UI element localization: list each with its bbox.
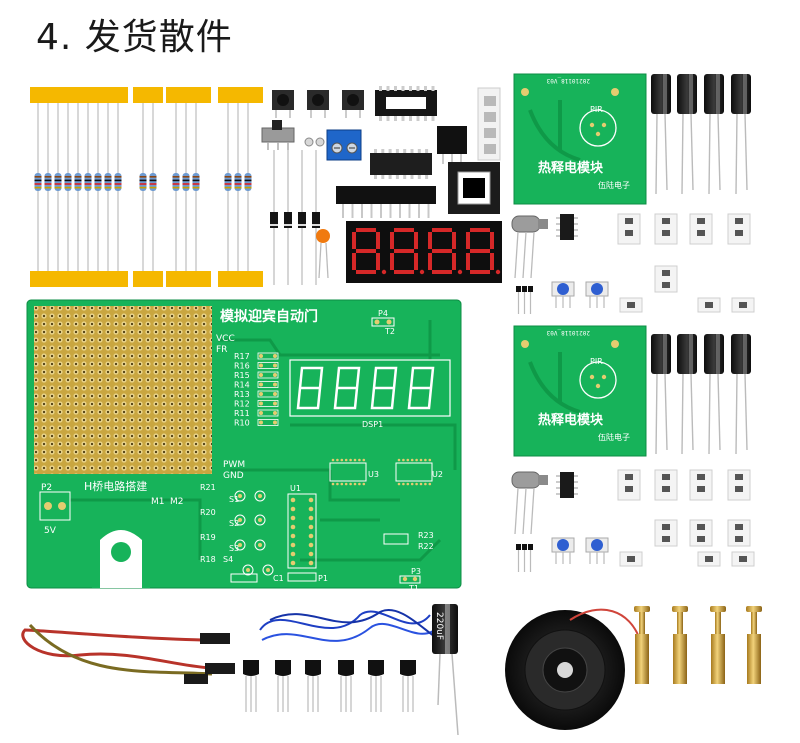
long-header	[336, 186, 436, 218]
pir-code-bottom: 20210118_V03	[546, 329, 590, 336]
transistors	[243, 660, 416, 712]
pir-code-top: 20210118_V03	[546, 77, 590, 84]
label-p2: P2	[41, 483, 52, 493]
pir-title-top: 热释电模块	[538, 160, 604, 176]
label-r20: R20	[200, 508, 216, 517]
resistor-label: R16	[234, 362, 250, 371]
label-p4: P4	[378, 309, 388, 318]
label-p3: P3	[411, 567, 421, 576]
resistor-strip-group	[30, 87, 263, 287]
label-r18: R18	[200, 555, 216, 564]
pir-brand-bottom: 伍陆电子	[598, 432, 630, 442]
resistor-label: R10	[234, 419, 250, 428]
electrolytic-capacitors	[651, 74, 751, 455]
label-s2: S2	[229, 519, 239, 528]
label-m1: M1	[151, 497, 165, 507]
pir-brand-top: 伍陆电子	[598, 180, 630, 190]
label-hbridge: H桥电路搭建	[84, 479, 147, 493]
pir-label-bottom: PIR	[590, 357, 603, 366]
resistor-label: R13	[234, 390, 250, 399]
seven-segment-display	[346, 221, 502, 283]
main-pcb: 模拟迎宾自动门 VCC FR PWM GND H桥电路搭建 M1 M2 P2 5…	[26, 299, 462, 593]
label-t1: T1	[408, 584, 419, 593]
label-r21: R21	[200, 483, 216, 492]
smd-adapter-board	[448, 162, 500, 214]
label-vcc: VCC	[216, 334, 235, 344]
pir-label-top: PIR	[590, 105, 603, 114]
pcb-title: 模拟迎宾自动门	[220, 308, 318, 325]
label-dsp1: DSP1	[362, 420, 383, 429]
buzzer-speaker	[505, 608, 641, 730]
label-m2: M2	[170, 497, 184, 507]
brass-standoffs	[634, 606, 762, 684]
resistor-label: R14	[234, 381, 250, 390]
label-fr: FR	[216, 345, 227, 355]
label-s1: S1	[229, 495, 239, 504]
label-t2: T2	[384, 327, 395, 336]
label-u2: U2	[432, 470, 443, 479]
dupont-wires	[21, 623, 235, 684]
label-u1: U1	[290, 484, 301, 493]
section-heading: 4. 发货散件	[36, 17, 233, 58]
female-header	[437, 126, 467, 164]
label-gnd: GND	[223, 471, 244, 481]
resistor-label: R17	[234, 352, 250, 361]
screw-terminal	[326, 129, 362, 161]
label-u3: U3	[368, 470, 379, 479]
ic-chip-dip	[370, 149, 432, 179]
resistor-label: R11	[234, 409, 250, 418]
label-r19: R19	[200, 533, 216, 542]
tact-switches	[272, 90, 364, 118]
pir-title-bottom: 热释电模块	[538, 412, 604, 428]
resistor-label: R15	[234, 371, 250, 380]
connector-strip-small	[477, 87, 501, 161]
ic-socket-16	[375, 86, 437, 121]
blue-wire-coil	[259, 609, 441, 642]
label-p1: P1	[318, 574, 328, 583]
slide-switch	[261, 120, 325, 150]
pir-sensor-parts	[511, 213, 755, 572]
capacitor-label: 220uF	[434, 612, 444, 640]
resistor-label: R12	[234, 400, 250, 409]
label-pwm: PWM	[223, 460, 245, 470]
pir-board-bottom: PIR 热释电模块 伍陆电子 20210118_V03	[513, 325, 647, 457]
label-s3: S3	[229, 544, 239, 553]
pir-board-top: PIR 热释电模块 伍陆电子 20210118_V03	[513, 73, 647, 205]
label-r22: R22	[418, 542, 434, 551]
label-c1: C1	[273, 574, 284, 583]
diodes	[270, 150, 330, 285]
label-s4: S4	[223, 555, 233, 564]
big-capacitor: 220uF	[432, 604, 459, 736]
label-r23: R23	[418, 531, 434, 540]
label-5v: 5V	[44, 526, 57, 536]
